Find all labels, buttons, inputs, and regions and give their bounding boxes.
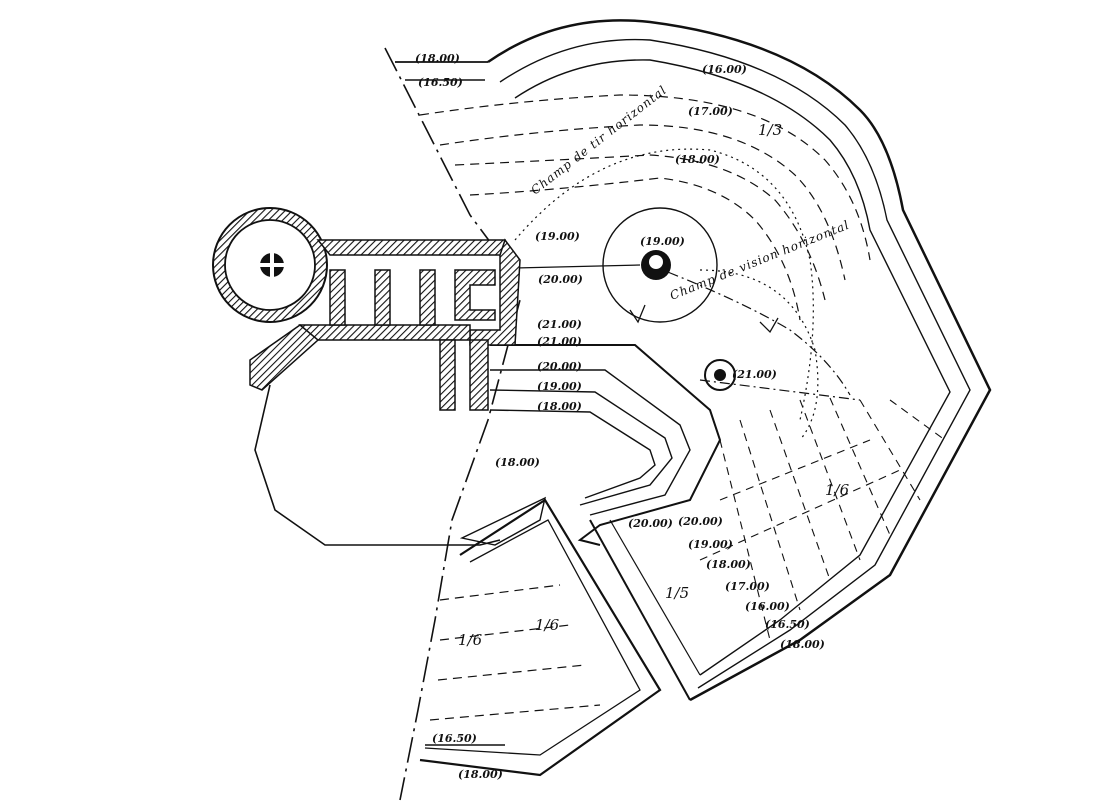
field-of-fire-arcs [514,148,861,441]
cupola-observation [704,359,736,391]
slope-label: 1/5 [665,584,689,602]
field-of-fire-label: Champ de tir horizontal [528,83,669,198]
level-label: (19.00) [640,235,685,248]
level-label: (16.50) [418,76,463,89]
casemate-walls [212,207,521,411]
section-cut-line [384,47,521,801]
level-label: (18.00) [706,558,751,571]
level-label: (18.00) [537,400,582,413]
field-of-vision-label: Champ de vision horizontal [668,218,852,303]
slope-label: 1/6 [535,616,560,634]
level-label: (16.00) [745,600,790,613]
level-label: (18.00) [458,768,503,781]
level-label: (18.00) [495,456,540,469]
outer-escarp [395,19,992,702]
level-label: (16.50) [432,732,477,745]
slope-arrow-1 [629,304,646,324]
level-label: (19.00) [535,230,580,243]
level-label: (20.00) [678,515,723,528]
bottom-glacis [419,498,662,777]
slope-label: 1/3 [758,121,782,139]
level-label: (21.00) [537,335,582,348]
level-label: (21.00) [537,318,582,331]
slope-arrow-2 [759,317,779,334]
rear-court-outline [254,384,501,546]
level-label: (17.00) [688,105,733,118]
level-label: (18.00) [780,638,825,651]
level-label: (19.00) [688,538,733,551]
cupola-link-line [514,264,641,269]
cross-marker-icon [257,250,287,280]
slope-label: 1/6 [458,631,483,649]
level-label: (20.00) [628,517,673,530]
level-label: (20.00) [537,360,582,373]
level-label: (20.00) [538,273,583,286]
level-label: (18.00) [675,153,720,166]
slope-label: 1/6 [825,481,850,499]
level-label: (19.00) [537,380,582,393]
contour-lines-upper [419,94,871,321]
level-label: (18.00) [415,52,460,65]
contour-lines-right [699,397,946,641]
level-label: (16.00) [702,63,747,76]
cupola-main [602,207,718,323]
inner-ditch [459,344,722,546]
level-label: (17.00) [725,580,770,593]
level-label: (21.00) [732,368,777,381]
level-label: (16.50) [765,618,810,631]
